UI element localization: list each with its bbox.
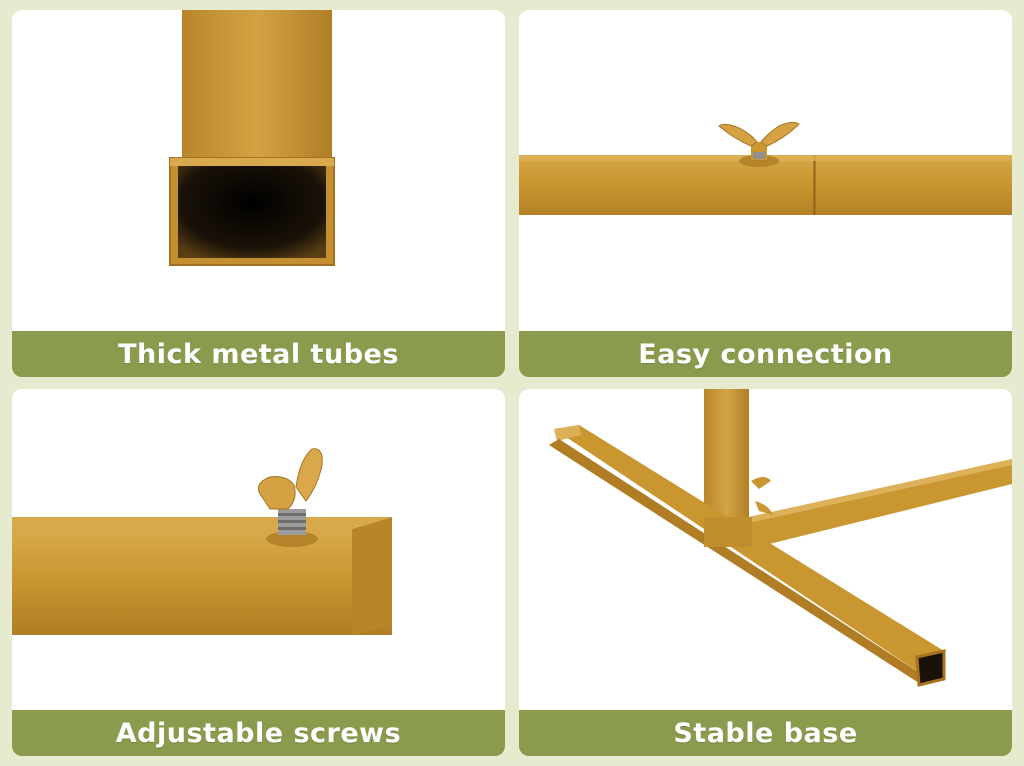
caption-thick-metal-tubes: Thick metal tubes [12, 331, 505, 377]
panel-easy-connection: Easy connection [519, 10, 1012, 377]
adjustable-screw-image [12, 448, 392, 635]
caption-easy-connection: Easy connection [519, 331, 1012, 377]
panel-adjustable-screws: Adjustable screws [12, 389, 505, 756]
caption-stable-base: Stable base [519, 710, 1012, 756]
caption-adjustable-screws: Adjustable screws [12, 710, 505, 756]
metal-tube-end-image [169, 10, 335, 266]
tube-connection-image [519, 121, 1012, 215]
stable-base-image [549, 389, 1012, 687]
panel-stable-base: Stable base [519, 389, 1012, 756]
panel-thick-metal-tubes: Thick metal tubes [12, 10, 505, 377]
